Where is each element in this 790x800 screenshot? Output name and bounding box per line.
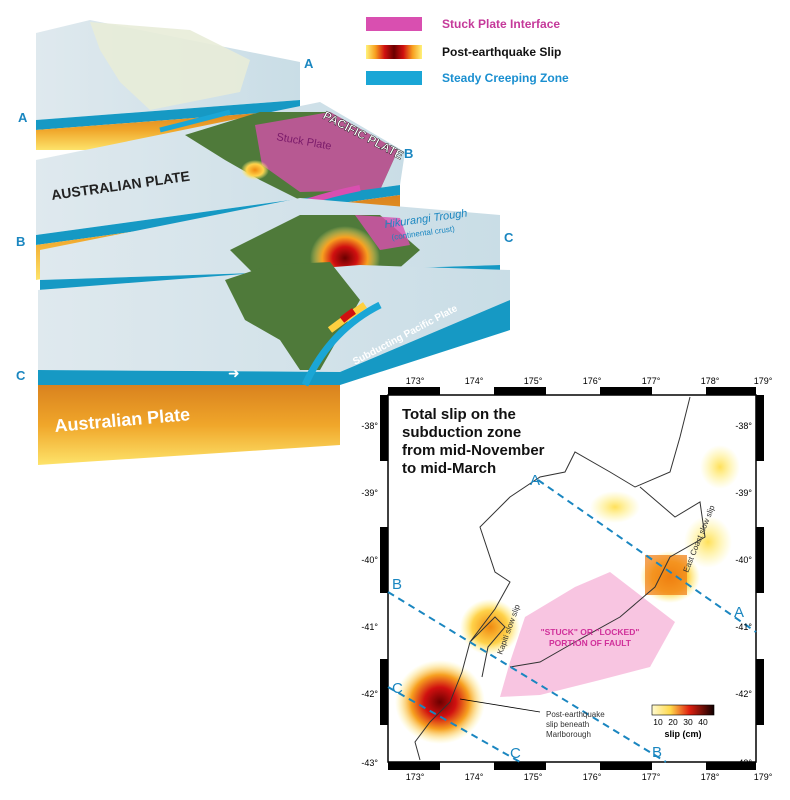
lat-tick: -43°: [735, 758, 752, 768]
lat-tick: -39°: [735, 488, 752, 498]
colorbar-tick: 30: [683, 717, 693, 727]
lon-tick: 177°: [642, 772, 661, 782]
label-section-b-right: B: [404, 146, 413, 161]
map-section-b-end: B: [652, 744, 662, 761]
map-section-a-end: A: [734, 604, 744, 621]
legend-slip-label: Post-earthquake Slip: [442, 45, 562, 59]
lat-tick: -43°: [361, 758, 378, 768]
map-frame-ticks: [380, 387, 764, 770]
lon-tick: 176°: [583, 376, 602, 386]
stuck-zone-label-1: "STUCK" OR "LOCKED": [541, 627, 640, 637]
legend-stuck-swatch: [366, 17, 422, 31]
annotation-line: Post-earthquake: [546, 710, 605, 719]
map-section-a-start: A: [530, 472, 540, 489]
lat-tick: -40°: [361, 555, 378, 565]
lon-tick: 174°: [465, 772, 484, 782]
legend-slip: Post-earthquake Slip: [366, 44, 561, 60]
label-section-a-right: A: [304, 56, 314, 71]
legend-stuck-label: Stuck Plate Interface: [442, 17, 561, 31]
colorbar: [651, 704, 715, 716]
lon-tick: 178°: [701, 772, 720, 782]
lon-tick: 175°: [524, 376, 543, 386]
slip-map: 173° 174° 175° 176° 177° 178° 179° 173° …: [361, 376, 773, 782]
legend-stuck: Stuck Plate Interface: [366, 16, 560, 32]
lon-tick: 175°: [524, 772, 543, 782]
label-section-a-left: A: [18, 110, 28, 125]
map-title-line: to mid-March: [402, 460, 496, 477]
lat-tick: -38°: [735, 421, 752, 431]
lon-tick: 176°: [583, 772, 602, 782]
legend-creep: Steady Creeping Zone: [366, 70, 569, 86]
arrow-australian-plate-icon: ➜: [228, 366, 240, 382]
colorbar-tick: 20: [668, 717, 678, 727]
lon-tick: 179°: [754, 772, 773, 782]
legend-creep-label: Steady Creeping Zone: [442, 71, 569, 85]
colorbar-label: slip (cm): [664, 729, 701, 739]
lon-tick: 178°: [701, 376, 720, 386]
front-block: [38, 262, 510, 465]
map-title: Total slip on the subduction zone from m…: [402, 406, 545, 477]
map-title-line: Total slip on the: [402, 406, 516, 423]
stuck-zone-label-2: PORTION OF FAULT: [549, 638, 632, 648]
colorbar-tick: 10: [653, 717, 663, 727]
label-section-c-right: C: [504, 230, 514, 245]
lon-tick: 177°: [642, 376, 661, 386]
lat-tick: -40°: [735, 555, 752, 565]
label-section-b-left: B: [16, 234, 25, 249]
map-section-b-start: B: [392, 576, 402, 593]
lat-tick: -42°: [735, 689, 752, 699]
lat-tick: -42°: [361, 689, 378, 699]
lon-ticks-bottom: 173° 174° 175° 176° 177° 178° 179°: [406, 772, 773, 782]
colorbar-tick: 40: [698, 717, 708, 727]
label-section-c-left: C: [16, 368, 26, 383]
lat-tick: -39°: [361, 488, 378, 498]
map-section-c-start: C: [392, 680, 403, 697]
lat-tick: -41°: [735, 622, 752, 632]
map-title-line: from mid-November: [402, 442, 545, 459]
lon-tick: 174°: [465, 376, 484, 386]
lat-tick: -38°: [361, 421, 378, 431]
lat-ticks-right: -38° -39° -40° -41° -42° -43°: [735, 421, 752, 768]
lon-tick: 179°: [754, 376, 773, 386]
lon-tick: 173°: [406, 772, 425, 782]
lon-tick: 173°: [406, 376, 425, 386]
map-title-line: subduction zone: [402, 424, 521, 441]
map-section-c-end: C: [510, 745, 521, 762]
annotation-line: slip beneath: [546, 720, 589, 729]
annotation-line: Marlborough: [546, 730, 591, 739]
lon-ticks-top: 173° 174° 175° 176° 177° 178° 179°: [406, 376, 773, 386]
legend-slip-swatch: [366, 45, 422, 59]
lat-tick: -41°: [361, 622, 378, 632]
lat-ticks-left: -38° -39° -40° -41° -42° -43°: [361, 421, 378, 768]
legend-creep-swatch: [366, 71, 422, 85]
